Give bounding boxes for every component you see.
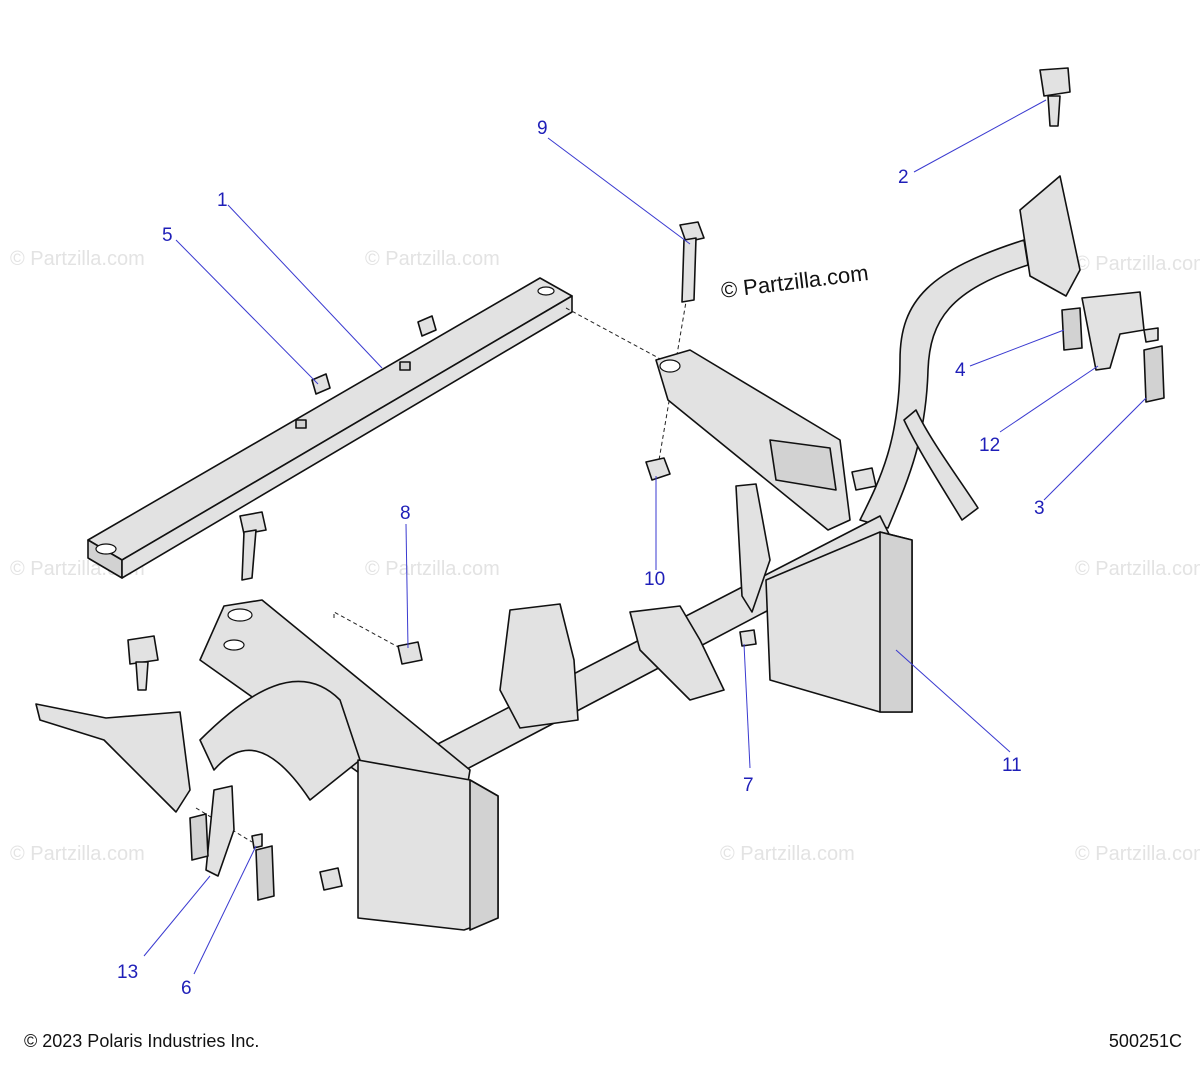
watermark: © Partzilla.com <box>1075 558 1200 580</box>
watermark: © Partzilla.com <box>365 558 500 580</box>
watermark: © Partzilla.com <box>1075 843 1200 865</box>
callout-1: 1 <box>217 190 228 211</box>
watermark: © Partzilla.com <box>365 248 500 270</box>
callout-10: 10 <box>644 569 665 590</box>
diagram-code: 500251C <box>1108 1031 1182 1051</box>
callout-12: 12 <box>979 435 1000 456</box>
callout-13: 13 <box>117 962 138 983</box>
left-side-plate <box>357 759 499 931</box>
callout-3: 3 <box>1034 498 1045 519</box>
callout-labels: 1 2 3 4 5 6 7 8 9 10 11 12 13 <box>117 118 1045 999</box>
callout-11: 11 <box>1002 755 1022 776</box>
center-watermark: © Partzilla.com <box>720 260 870 303</box>
right-tube-assembly <box>859 67 1081 529</box>
watermark: © Partzilla.com <box>1075 253 1200 275</box>
center-brackets <box>499 483 771 729</box>
callout-5: 5 <box>162 225 173 246</box>
side-bracket-part-12 <box>1061 291 1165 403</box>
callout-4: 4 <box>955 360 966 381</box>
alignment-line <box>333 611 401 649</box>
watermark: © Partzilla.com <box>10 843 145 865</box>
nut-part-10 <box>645 457 671 481</box>
callout-6: 6 <box>181 978 192 999</box>
alignment-line <box>565 307 667 363</box>
right-side-plate-part-11 <box>765 531 913 713</box>
loose-bolt <box>239 511 267 581</box>
leader-lines <box>143 99 1147 975</box>
small-fasteners <box>319 467 877 891</box>
callout-7: 7 <box>743 775 754 796</box>
callout-8: 8 <box>400 503 411 524</box>
watermark: © Partzilla.com <box>10 248 145 270</box>
bolt-part-8 <box>397 641 423 665</box>
bolt-part-9 <box>679 221 705 303</box>
watermark: © Partzilla.com <box>720 843 855 865</box>
right-frame-bracket <box>655 349 851 531</box>
copyright-notice: © 2023 Polaris Industries Inc. <box>24 1031 260 1051</box>
callout-2: 2 <box>898 167 909 188</box>
lower-left-bracket-part-13 <box>189 785 275 901</box>
alignment-line <box>657 289 689 467</box>
callout-9: 9 <box>537 118 548 139</box>
cross-beam-part-1 <box>87 277 573 579</box>
